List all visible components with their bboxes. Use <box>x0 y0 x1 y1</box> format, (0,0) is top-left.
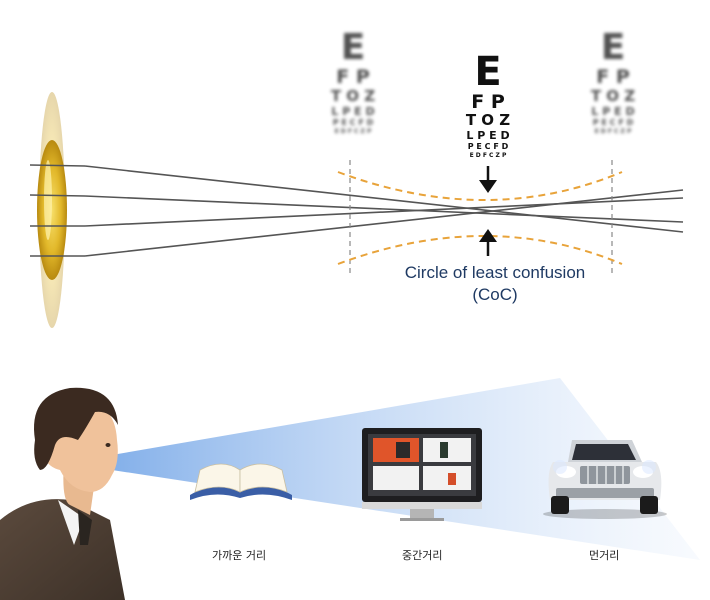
monitor-icon <box>362 428 482 521</box>
car-icon <box>543 440 667 519</box>
eye-chart-left: E F P T O Z L P E D P E C F D E D F C Z … <box>318 30 388 135</box>
far-distance-label: 먼거리 <box>589 549 620 562</box>
middle-distance-label: 중간거리 <box>402 549 443 562</box>
chart-row: P E C F D <box>332 118 374 127</box>
book-icon <box>190 463 292 500</box>
light-rays <box>29 164 684 257</box>
chart-row: P E C F D <box>592 118 634 127</box>
lens-icon <box>37 92 67 328</box>
coc-label-line1: Circle of least confusion <box>404 263 586 282</box>
chart-row: E D F C Z P <box>469 152 507 159</box>
coc-lower-curve <box>337 235 623 265</box>
chart-row: F P <box>471 91 505 113</box>
chart-row: E <box>340 27 366 68</box>
chart-row: T O Z <box>330 87 376 105</box>
chart-row: E D F C Z P <box>594 128 632 135</box>
coc-upper-curve <box>337 171 623 201</box>
near-distance-label: 가까운 거리 <box>212 549 267 562</box>
eye-chart-center: E F P T O Z L P E D P E C F D E D F C Z … <box>453 52 523 159</box>
chart-row: T O Z <box>465 111 511 129</box>
coc-label: Circle of least confusion (CoC) <box>380 262 610 306</box>
chart-row: T O Z <box>590 87 636 105</box>
chart-row: L P E D <box>466 129 510 142</box>
chart-row: F P <box>596 66 630 88</box>
chart-row: P E C F D <box>467 142 509 151</box>
chart-row: L P E D <box>591 105 635 118</box>
person-icon <box>0 387 125 600</box>
chart-row: E <box>600 27 626 68</box>
arrow-down-icon <box>479 166 497 193</box>
chart-row: F P <box>336 66 370 88</box>
arrow-up-icon <box>479 229 497 256</box>
eye-chart-right: E F P T O Z L P E D P E C F D E D F C Z … <box>578 30 648 135</box>
chart-row: L P E D <box>331 105 375 118</box>
chart-row: E D F C Z P <box>334 128 372 135</box>
chart-row: E <box>474 49 502 95</box>
coc-label-line2: (CoC) <box>472 285 518 304</box>
